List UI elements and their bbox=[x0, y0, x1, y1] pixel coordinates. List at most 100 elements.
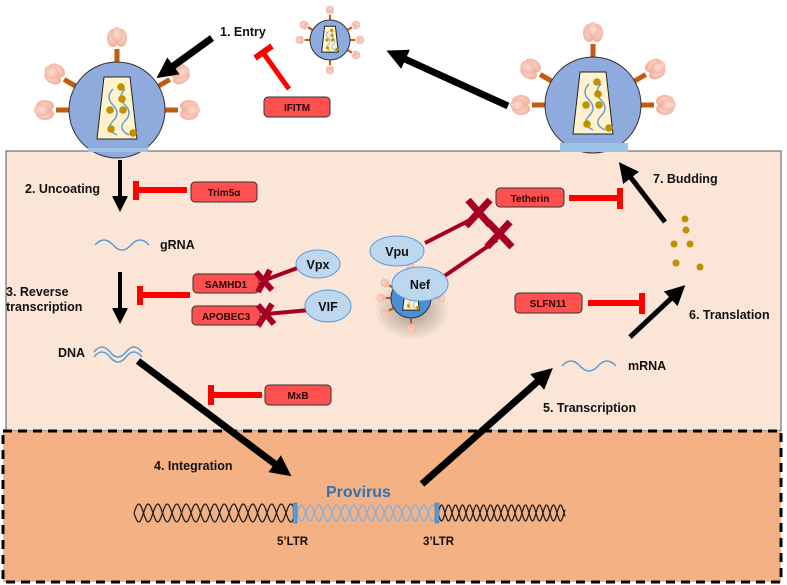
spike-head-icon bbox=[325, 66, 335, 75]
core-protein-dot bbox=[335, 48, 339, 52]
tetherin-label: Tetherin bbox=[511, 194, 550, 205]
vpx-counteracts-samhd1 bbox=[253, 265, 301, 294]
ltr3-label: 3’LTR bbox=[423, 536, 455, 548]
virion-free bbox=[295, 5, 365, 75]
nucleus-region bbox=[1, 429, 783, 584]
dna-strand-icon-b bbox=[93, 351, 143, 363]
nef-counteracts-tetherin bbox=[441, 219, 515, 279]
vif-counteracts-apobec3 bbox=[255, 302, 311, 328]
core-protein-dot bbox=[595, 101, 603, 109]
capsid-core bbox=[572, 71, 614, 135]
core-protein-dot bbox=[106, 106, 114, 114]
core-protein-dot bbox=[406, 304, 411, 308]
restriction-factor-ifitm: IFITM bbox=[263, 96, 331, 118]
core-protein-dot bbox=[325, 38, 329, 42]
core-protein-dot bbox=[117, 83, 125, 91]
restriction-factor-tetherin: Tetherin bbox=[495, 187, 565, 208]
mxb-inhibition bbox=[208, 385, 262, 405]
spike-head-icon bbox=[520, 58, 541, 80]
ltr5-marker bbox=[292, 502, 298, 524]
transcription-arrow bbox=[419, 368, 553, 487]
step-reverse-transcription-label-line1: 3. Reverse bbox=[6, 285, 69, 299]
accessory-protein-nef: Nef bbox=[391, 266, 449, 302]
mxb-label: MxB bbox=[287, 391, 308, 402]
spike-head-icon bbox=[107, 27, 127, 47]
spike-head-icon bbox=[325, 5, 335, 14]
ltr5-label: 5’LTR bbox=[277, 536, 309, 548]
spike-head-icon bbox=[44, 63, 65, 85]
core-protein-dot bbox=[118, 95, 126, 103]
capsid-core bbox=[321, 25, 339, 53]
ltr3-marker bbox=[434, 502, 440, 524]
ifitm-label: IFITM bbox=[284, 103, 310, 114]
spike-head-icon bbox=[295, 35, 304, 45]
slfn11-label: SLFN11 bbox=[530, 299, 567, 310]
spike-head-icon bbox=[351, 50, 361, 60]
vif-label: VIF bbox=[318, 300, 338, 314]
capsid-core bbox=[96, 76, 138, 140]
step-uncoating-label: 2. Uncoating bbox=[25, 182, 100, 196]
core-protein-dot bbox=[107, 125, 115, 133]
spike-head-icon bbox=[380, 308, 390, 318]
provirus-dna-strand-a bbox=[296, 504, 437, 522]
restriction-factor-mxb: MxB bbox=[264, 384, 332, 406]
provirus-label: Provirus bbox=[326, 484, 391, 501]
step-budding-label: 7. Budding bbox=[653, 172, 718, 186]
entry-arrow bbox=[156, 35, 215, 79]
spike-head-icon bbox=[180, 100, 200, 120]
spike-head-icon bbox=[34, 100, 54, 120]
budding-site-membrane bbox=[560, 143, 628, 152]
restriction-factor-trim5a: Trim5α bbox=[190, 181, 258, 203]
core-protein-dot bbox=[583, 120, 591, 128]
core-protein-dot bbox=[119, 106, 127, 114]
virion-attaching bbox=[34, 27, 200, 159]
host-dna-left-strand-b bbox=[133, 503, 296, 523]
vpx-label: Vpx bbox=[307, 258, 330, 272]
accessory-protein-vif: VIF bbox=[304, 289, 352, 323]
host-dna-left-strand-a bbox=[133, 503, 296, 523]
mrna-strand-icon bbox=[561, 360, 617, 372]
core-protein-dot bbox=[594, 90, 602, 98]
fusion-site bbox=[88, 143, 148, 152]
fusion-site-membrane bbox=[88, 148, 148, 152]
spike-head-icon bbox=[351, 20, 361, 30]
core-protein-dot bbox=[582, 101, 590, 109]
translation-arrow bbox=[628, 285, 686, 339]
mrna-label: mRNA bbox=[628, 359, 666, 373]
dna-label: DNA bbox=[58, 346, 85, 360]
step-transcription-label: 5. Transcription bbox=[543, 401, 636, 415]
viral-protein-dots bbox=[670, 215, 704, 271]
spike-head-icon bbox=[656, 95, 676, 115]
host-dna-right-strand-b bbox=[437, 504, 566, 522]
integration-arrow bbox=[135, 358, 292, 477]
apobec3-label: APOBEC3 bbox=[202, 312, 251, 323]
spike-head-icon bbox=[356, 35, 365, 45]
spike-head-icon bbox=[583, 22, 603, 42]
slfn11-inhibition bbox=[588, 293, 645, 314]
ifitm-inhibition bbox=[253, 43, 292, 91]
accessory-protein-vpx: Vpx bbox=[295, 249, 341, 279]
grna-label: gRNA bbox=[160, 238, 195, 252]
step-translation-label: 6. Translation bbox=[689, 308, 770, 322]
dna-strand-icon-a bbox=[93, 346, 143, 358]
budding-arrow bbox=[618, 162, 667, 224]
restriction-factor-apobec3: APOBEC3 bbox=[191, 305, 261, 326]
core-protein-dot bbox=[330, 38, 335, 42]
release-arrow bbox=[386, 49, 510, 110]
vpu-label: Vpu bbox=[385, 245, 409, 259]
vpu-counteracts-tetherin bbox=[424, 197, 493, 245]
nef-label: Nef bbox=[410, 278, 431, 292]
restriction-factor-slfn11: SLFN11 bbox=[514, 292, 583, 314]
accessory-protein-vpu: Vpu bbox=[369, 235, 425, 267]
core-protein-dot bbox=[129, 129, 137, 137]
trim5a-label: Trim5α bbox=[208, 188, 242, 199]
spike-head-icon bbox=[406, 324, 416, 333]
spike-head-icon bbox=[510, 95, 530, 115]
core-protein-dot bbox=[325, 46, 330, 50]
spike-head-icon bbox=[380, 278, 390, 288]
step-reverse-transcription-label-line2: transcription bbox=[6, 300, 82, 314]
host-chromosome-helix bbox=[133, 503, 566, 523]
core-protein-dot bbox=[330, 28, 334, 32]
spike-head-icon bbox=[645, 58, 666, 80]
